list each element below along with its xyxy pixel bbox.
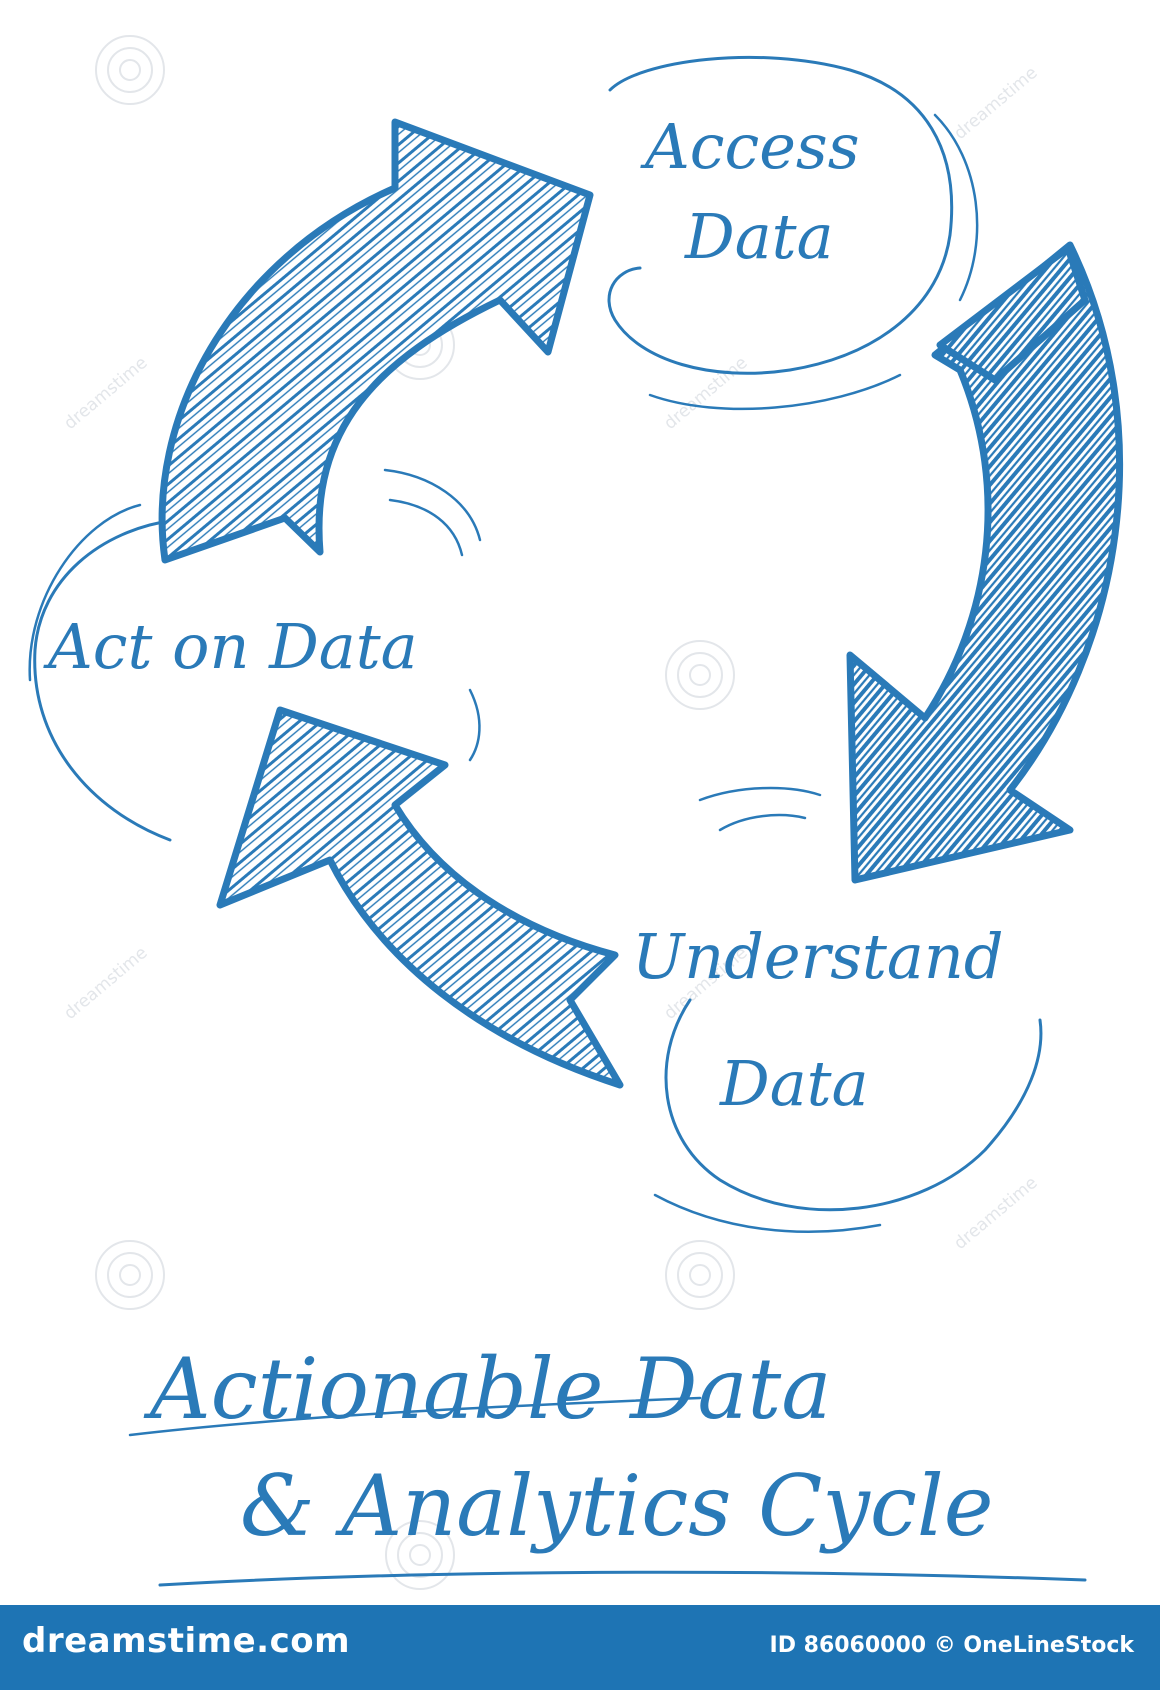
node-label-understand-line1: Understand (632, 920, 1004, 993)
node-label-access-line2: Data (684, 200, 834, 273)
node-labels: Access Data Act on Data Understand Data (43, 110, 1004, 1120)
watermark-text: dreamstime (60, 943, 151, 1024)
arrow-access-to-understand-head (936, 244, 1089, 384)
access-circle (607, 55, 954, 375)
footer-brand: dreamstime.com (22, 1621, 351, 1661)
act-circle (33, 518, 177, 842)
watermark-text: dreamstime (950, 63, 1041, 144)
cycle-arrows (158, 118, 1123, 1089)
stock-footer-bar: dreamstime.com ID 86060000 © OneLineStoc… (0, 1605, 1160, 1690)
watermark-text: dreamstime (950, 1173, 1041, 1254)
title-underline (158, 1570, 1087, 1587)
arrow-act-to-access (158, 118, 594, 564)
title-line-2: & Analytics Cycle (240, 1457, 993, 1555)
understand-circle (664, 998, 1043, 1212)
watermark-spiral-icon (95, 35, 735, 1590)
node-label-access-line1: Access (640, 110, 860, 183)
arrow-understand-to-act (216, 706, 624, 1089)
watermark-text: dreamstime (60, 353, 151, 434)
node-label-act: Act on Data (43, 610, 418, 683)
footer-image-id: ID 86060000 © OneLineStock (769, 1633, 1134, 1658)
diagram-title: Actionable Data & Analytics Cycle (128, 1340, 1087, 1587)
watermark-text: dreamstime (660, 353, 751, 434)
arrow-access-to-understand (846, 241, 1123, 884)
node-circles (28, 55, 1043, 1233)
node-label-understand-line2: Data (719, 1047, 869, 1120)
